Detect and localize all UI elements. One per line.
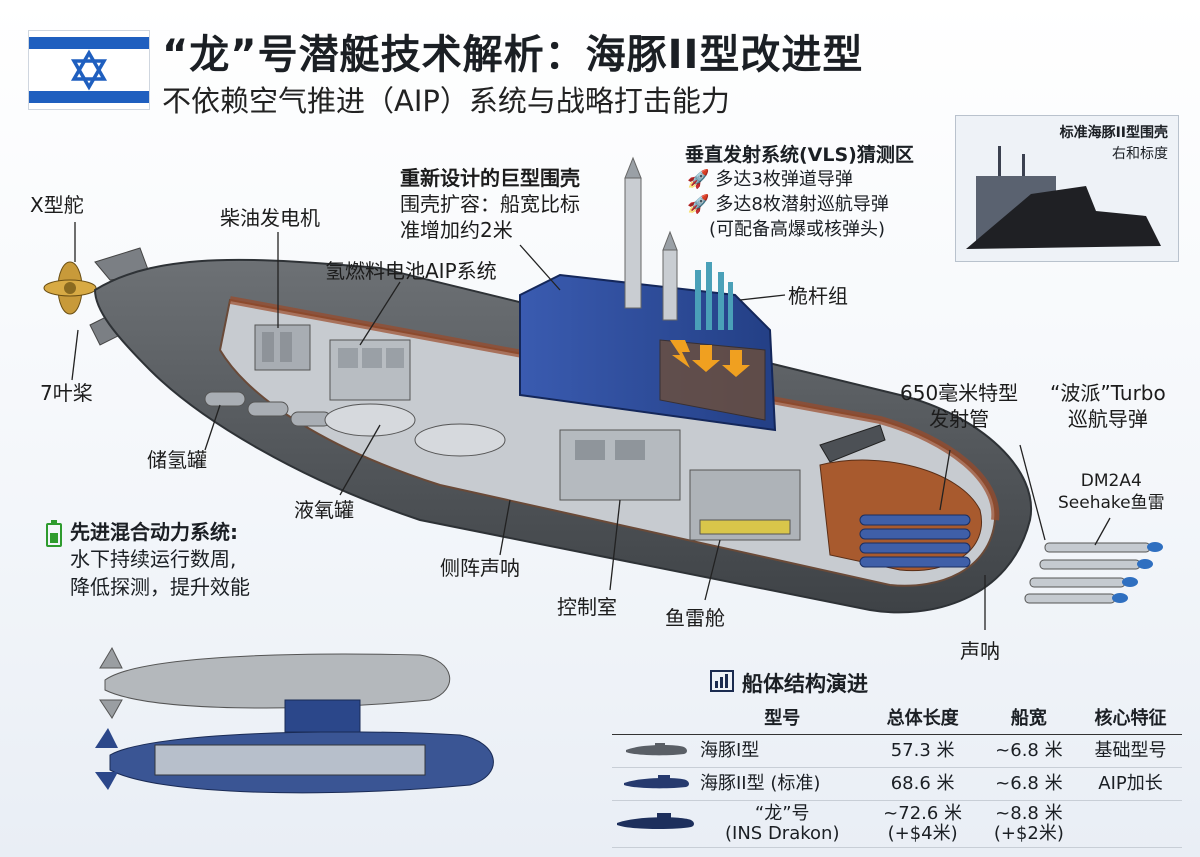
rocket-icon: 🚀: [687, 169, 710, 190]
submarine-icon: [612, 734, 698, 768]
table-cell: 68.6 米: [866, 767, 979, 801]
table-header-icon: [612, 700, 698, 735]
sail-callout: 重新设计的巨型围壳 围壳扩容：船宽比标 准增加约2米: [400, 165, 580, 243]
standard-sail-silhouette: [966, 146, 1161, 249]
label-flank-sonar: 侧阵声呐: [440, 556, 520, 580]
vls-callout: 垂直发射系统(VLS)猜测区 🚀多达3枚弹道导弹 🚀多达8枚潜射巡航导弹 (可配…: [685, 143, 914, 242]
table-row: “龙”号 (INS Drakon) ~72.6 米 (+$4米) ~8.8 米 …: [612, 800, 1182, 848]
comparison-submarines: [95, 646, 494, 794]
label-torpedo-line1: DM2A4: [1080, 471, 1142, 491]
table-cell: 海豚I型: [698, 734, 867, 768]
vls-item-1: 🚀多达3枚弹道导弹: [687, 167, 914, 192]
label-rudder: X型舵: [30, 193, 84, 217]
israel-flag-icon: [28, 30, 150, 110]
vls-item-1-text: 多达3枚弹道导弹: [715, 169, 853, 190]
evolution-table: 型号 总体长度 船宽 核心特征 海豚I型 57.3 米 ~6.8 米 基础型号 …: [612, 700, 1182, 848]
drakon-length: ~72.6 米: [883, 803, 963, 824]
inset-title: 标准海豚II型围壳: [1059, 125, 1168, 141]
torpedo-room: [689, 469, 801, 541]
label-popeye-line1: “波派”Turbo: [1050, 381, 1166, 405]
drakon-name: “龙”号: [754, 803, 810, 824]
diving-plane: [819, 424, 886, 463]
table-cell: ~6.8 米: [978, 767, 1080, 801]
drakon-beam-delta: (+$2米): [993, 823, 1064, 844]
page-subtitle: 不依赖空气推进（AIP）系统与战略打击能力: [162, 84, 730, 118]
table-cell: [1079, 800, 1182, 848]
table-header: 核心特征: [1079, 700, 1182, 735]
vls-item-2: 🚀多达8枚潜射巡航导弹: [687, 192, 914, 217]
table-cell: 基础型号: [1079, 734, 1182, 768]
missiles-torpedoes: [1024, 542, 1163, 604]
submarine-icon: [612, 767, 698, 801]
table-header: 型号: [698, 700, 867, 735]
label-popeye-line2: 巡航导弹: [1067, 407, 1148, 431]
label-fuel-cell: 氢燃料电池AIP系统: [325, 259, 497, 283]
table-cell: 57.3 米: [866, 734, 979, 768]
label-popeye: “波派”Turbo 巡航导弹: [1050, 380, 1166, 432]
label-torpedo-room: 鱼雷舱: [665, 606, 725, 630]
hybrid-head: 先进混合动力系统:: [70, 520, 238, 544]
table-row: 海豚II型 (标准) 68.6 米 ~6.8 米 AIP加长: [612, 767, 1182, 801]
launch-tubes: [859, 514, 971, 568]
label-sonar: 声呐: [960, 639, 1000, 663]
leader-lines: [71, 222, 1111, 630]
table-header: 船宽: [978, 700, 1080, 735]
drakon-length-delta: (+$4米): [887, 823, 958, 844]
label-tubes-line2: 发射管: [929, 407, 990, 431]
control-room: [559, 429, 681, 501]
table-header: 总体长度: [866, 700, 979, 735]
label-lox-tanks: 液氧罐: [294, 498, 354, 522]
table-cell: 海豚II型 (标准): [698, 767, 867, 801]
table-row: 海豚I型 57.3 米 ~6.8 米 基础型号: [612, 734, 1182, 768]
label-control-room: 控制室: [557, 595, 617, 619]
label-torpedo: DM2A4 Seehake鱼雷: [1058, 470, 1165, 514]
battery-icon: [46, 520, 62, 547]
diesel-generator: [254, 324, 311, 371]
vls-item-2-text: 多达8枚潜射巡航导弹: [715, 194, 889, 215]
sail-callout-line1: 围壳扩容：船宽比标: [400, 192, 580, 216]
vls-arrows: [670, 340, 750, 377]
star-of-david-icon: [70, 49, 108, 91]
drakon-beam: ~8.8 米: [995, 803, 1063, 824]
flag-stripe-top: [29, 37, 149, 49]
rocket-icon: 🚀: [687, 194, 710, 215]
label-masts: 桅杆组: [788, 284, 848, 308]
hybrid-line2: 降低探测，提升效能: [70, 575, 250, 599]
drakon-name-en: (INS Drakon): [725, 823, 840, 844]
lox-tanks: [324, 403, 506, 457]
fuel-cell-aip: [329, 339, 411, 401]
table-header-row: 型号 总体长度 船宽 核心特征: [612, 700, 1182, 735]
label-propeller: 7叶桨: [40, 381, 93, 405]
propeller-icon: [43, 261, 97, 315]
table-cell: ~72.6 米 (+$4米): [866, 800, 979, 848]
vls-callout-head: 垂直发射系统(VLS)猜测区: [685, 144, 914, 166]
evolution-title: 船体结构演进: [742, 672, 868, 696]
table-cell: ~8.8 米 (+$2米): [978, 800, 1080, 848]
page-title: “龙”号潜艇技术解析：海豚II型改进型: [162, 32, 864, 78]
hybrid-power-note: 先进混合动力系统: 水下持续运行数周, 降低探测，提升效能: [40, 519, 250, 601]
bar-chart-icon: [710, 670, 734, 692]
sail-callout-head: 重新设计的巨型围壳: [400, 166, 580, 190]
label-h2-tanks: 储氢罐: [147, 448, 207, 472]
standard-sail-inset: 标准海豚II型围壳 右和标度: [955, 115, 1179, 262]
sail-callout-line2: 准增加约2米: [400, 218, 513, 242]
table-cell: AIP加长: [1079, 767, 1182, 801]
label-diesel: 柴油发电机: [220, 206, 320, 230]
label-tubes-line1: 650毫米特型: [900, 381, 1019, 405]
masts: [624, 156, 733, 330]
vls-item-3: (可配备高爆或核弹头): [709, 219, 886, 240]
flag-stripe-bottom: [29, 91, 149, 103]
hybrid-line1: 水下持续运行数周,: [70, 547, 237, 571]
table-cell-drakon: “龙”号 (INS Drakon): [698, 800, 867, 848]
inset-subtitle: 右和标度: [1112, 146, 1168, 162]
label-torpedo-line2: Seehake鱼雷: [1058, 493, 1165, 513]
label-tubes: 650毫米特型 发射管: [900, 380, 1018, 432]
submarine-icon: [612, 800, 698, 848]
table-cell: ~6.8 米: [978, 734, 1080, 768]
